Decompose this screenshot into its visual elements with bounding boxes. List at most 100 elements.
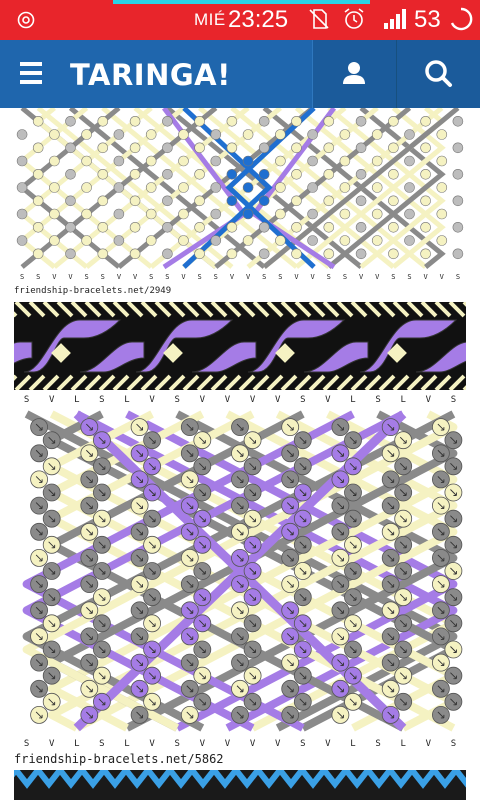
knot — [227, 143, 237, 153]
battery-ring-icon — [448, 6, 474, 32]
knot — [227, 116, 237, 126]
search-icon — [397, 40, 480, 108]
knot — [66, 196, 76, 206]
knot — [211, 236, 221, 246]
knot — [98, 222, 108, 232]
string-label-bottom: V — [250, 739, 256, 749]
string-label-bottom: S — [343, 273, 347, 281]
knot — [372, 130, 382, 140]
knot — [437, 209, 447, 219]
knot — [66, 143, 76, 153]
string-label-bottom: S — [262, 273, 266, 281]
knot — [195, 169, 205, 179]
knot — [243, 156, 253, 166]
string-label-top: V — [426, 395, 432, 405]
bracelet-pattern-2949: SSVVSSVVSSVSSVVSSVVSSVVSSVVS — [14, 108, 466, 283]
knot — [324, 196, 334, 206]
post-content[interactable]: SSVVSSVVSSVSSVVSSVVSSVVSSVVS friendship-… — [0, 108, 480, 800]
knot — [308, 183, 318, 193]
knot — [259, 249, 269, 259]
knot — [227, 169, 237, 179]
knot — [17, 236, 27, 246]
knot — [275, 183, 285, 193]
string-label-bottom: S — [451, 739, 456, 749]
battery-level: 53 — [414, 6, 441, 34]
knot — [179, 156, 189, 166]
knot — [33, 196, 43, 206]
knot — [211, 130, 221, 140]
knot — [49, 236, 59, 246]
string-label-top: V — [49, 395, 55, 405]
string-label-bottom: V — [181, 273, 186, 281]
knot — [388, 143, 398, 153]
knot — [82, 209, 92, 219]
bracelet-pattern-5862: SVLSLVSVVVVSVLSLVSSVLSLVSVVVVSVLSLVS — [14, 392, 466, 750]
knot — [130, 143, 140, 153]
knot — [66, 116, 76, 126]
knot — [324, 249, 334, 259]
string-label-top: V — [200, 395, 206, 405]
knot — [33, 169, 43, 179]
string-label-top: L — [350, 395, 355, 405]
knot — [98, 143, 108, 153]
knot — [437, 183, 447, 193]
status-day: MIÉ — [194, 10, 226, 30]
string-label-top: V — [275, 395, 281, 405]
string-label-bottom: L — [74, 739, 79, 749]
no-sim-icon — [306, 6, 332, 32]
knot — [275, 236, 285, 246]
knot — [421, 143, 431, 153]
string-label-bottom: V — [246, 273, 251, 281]
menu-button[interactable] — [0, 40, 60, 108]
knot — [292, 249, 302, 259]
knot — [211, 183, 221, 193]
knot — [66, 249, 76, 259]
knot — [292, 222, 302, 232]
knot — [195, 116, 205, 126]
hamburger-menu-icon — [0, 40, 60, 108]
pattern-caption-5862: friendship-bracelets.net/5862 — [14, 752, 224, 766]
knot — [82, 236, 92, 246]
knot — [195, 143, 205, 153]
string-label-bottom: V — [149, 739, 155, 749]
string-label-top: V — [149, 395, 155, 405]
knot — [227, 249, 237, 259]
taringa-logo[interactable]: TARINGA! — [70, 58, 231, 92]
string-label-bottom: S — [391, 273, 395, 281]
status-time: 23:25 — [228, 6, 288, 34]
string-label-bottom: S — [85, 273, 89, 281]
search-button[interactable] — [396, 40, 480, 108]
string-label-bottom: S — [165, 273, 169, 281]
knot — [82, 130, 92, 140]
knot — [453, 196, 463, 206]
string-label-top: S — [175, 395, 180, 405]
knot — [179, 130, 189, 140]
knot — [421, 222, 431, 232]
knot — [17, 209, 27, 219]
knot — [308, 209, 318, 219]
string-label-top: V — [250, 395, 256, 405]
knot — [243, 183, 253, 193]
status-bar: MIÉ 23:25 53 — [0, 0, 480, 40]
knot — [405, 156, 415, 166]
string-label-bottom: S — [149, 273, 153, 281]
string-label-bottom: V — [68, 273, 73, 281]
string-label-bottom: V — [133, 273, 138, 281]
knot — [259, 222, 269, 232]
string-label-top: L — [124, 395, 129, 405]
knot — [259, 116, 269, 126]
knot — [49, 183, 59, 193]
string-label-bottom: V — [225, 739, 231, 749]
knot — [437, 130, 447, 140]
knot — [114, 156, 124, 166]
knot — [340, 130, 350, 140]
knot — [453, 116, 463, 126]
string-label-bottom: S — [214, 273, 218, 281]
knot — [292, 143, 302, 153]
knot — [130, 249, 140, 259]
user-button[interactable] — [312, 40, 396, 108]
string-label-bottom: V — [117, 273, 122, 281]
knot — [146, 156, 156, 166]
string-label-top: S — [451, 395, 456, 405]
string-label-bottom: L — [401, 739, 406, 749]
